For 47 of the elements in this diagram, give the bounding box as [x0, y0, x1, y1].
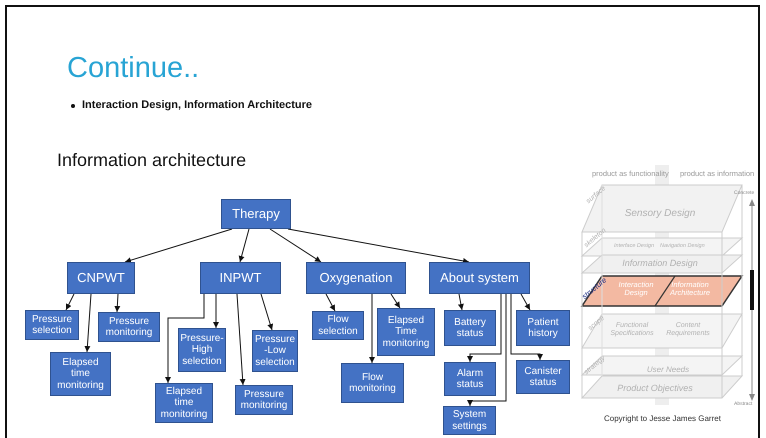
process-box: System settings	[443, 406, 496, 435]
process-box: Oxygenation	[306, 262, 406, 294]
arrow	[467, 294, 502, 362]
process-box: Pressure- High selection	[178, 328, 226, 372]
layer-label: Sensory Design	[624, 208, 696, 219]
arrow	[458, 294, 464, 310]
process-box: INPWT	[200, 262, 281, 294]
process-box: Therapy	[221, 199, 291, 229]
process-box: About system	[429, 262, 530, 294]
arrow	[390, 294, 400, 308]
process-box: Alarm status	[444, 362, 496, 396]
process-box: Pressure -Low selection	[252, 330, 298, 372]
process-box: Canister status	[516, 360, 570, 394]
arrow	[260, 294, 274, 330]
process-box: Flow selection	[312, 311, 364, 340]
arrow	[369, 294, 375, 364]
process-box: Flow monitoring	[341, 363, 404, 403]
process-box: Elapsed time monitoring	[155, 383, 213, 423]
arrow	[288, 228, 470, 264]
layer-label: Product Objectives	[616, 384, 694, 394]
process-box: Pressure monitoring	[235, 385, 293, 415]
process-box: Elapsed Time monitoring	[377, 308, 435, 356]
arrow	[84, 294, 92, 352]
arrow	[165, 294, 204, 384]
arrow	[236, 294, 246, 386]
arrow	[510, 294, 543, 360]
process-box: Patient history	[516, 310, 570, 346]
arrow	[238, 228, 250, 262]
arrow	[467, 294, 506, 406]
process-box: Pressure monitoring	[98, 312, 160, 342]
slide-title: Continue..	[67, 52, 200, 85]
arrow	[114, 294, 120, 312]
arrow	[213, 294, 219, 328]
layer-label: User Needs	[646, 366, 690, 375]
arrow	[124, 228, 232, 264]
layer-label: Information Design	[621, 259, 699, 269]
arrow	[520, 294, 530, 310]
section-heading: Information architecture	[57, 150, 246, 171]
process-box: Battery status	[444, 310, 496, 346]
arrow	[270, 228, 322, 262]
arrow	[66, 294, 74, 310]
copyright-note: Copyright to Jesse James Garret	[604, 415, 721, 424]
arrow	[326, 294, 336, 312]
process-box: Pressure selection	[25, 310, 79, 340]
bullet-text: Interaction Design, Information Architecture	[82, 99, 312, 111]
process-box: CNPWT	[67, 262, 135, 294]
process-box: Elapsed time monitoring	[50, 352, 111, 396]
